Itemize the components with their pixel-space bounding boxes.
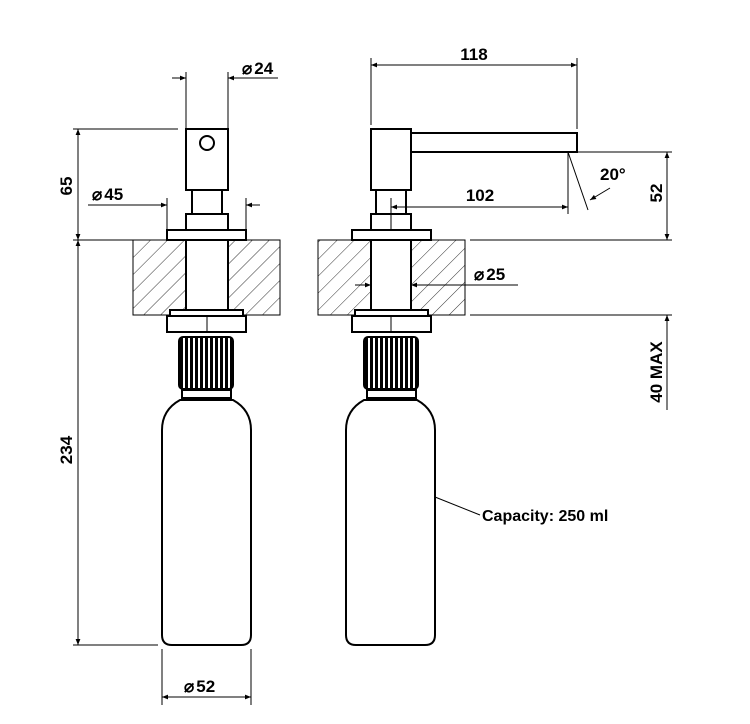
spout bbox=[409, 132, 578, 153]
counter-lines bbox=[73, 239, 672, 316]
dimension-spout-height: 52 bbox=[578, 151, 672, 240]
svg-text:⌀45: ⌀45 bbox=[92, 185, 123, 204]
threaded-cap bbox=[363, 336, 419, 390]
dimension-spout-length: 118 bbox=[370, 45, 578, 129]
side-view bbox=[317, 128, 578, 646]
svg-text:52: 52 bbox=[647, 184, 666, 203]
nozzle-hole bbox=[199, 135, 215, 151]
plunger bbox=[191, 189, 223, 215]
dimension-flange-diameter: ⌀45 bbox=[88, 185, 260, 230]
svg-text:20°: 20° bbox=[600, 165, 626, 184]
svg-text:102: 102 bbox=[466, 186, 494, 205]
dimension-spout-reach: 102 bbox=[390, 152, 569, 230]
svg-text:⌀25: ⌀25 bbox=[474, 265, 505, 284]
svg-text:118: 118 bbox=[460, 45, 487, 64]
capacity-callout: Capacity: 250 ml bbox=[434, 496, 608, 525]
front-view bbox=[132, 128, 281, 646]
dimension-bottle-diameter: ⌀52 bbox=[161, 649, 252, 705]
collar bbox=[185, 213, 229, 231]
dimension-top-height: 65 bbox=[57, 128, 178, 240]
body-tube bbox=[370, 239, 412, 313]
dimension-hole-diameter: ⌀25 bbox=[355, 265, 518, 288]
pump-head bbox=[370, 128, 412, 191]
cap-ring bbox=[181, 389, 232, 399]
cap-ring bbox=[366, 389, 417, 399]
svg-text:Capacity: 250 ml: Capacity: 250 ml bbox=[482, 508, 608, 525]
dimension-total-height: 234 bbox=[57, 240, 158, 646]
body-tube bbox=[185, 239, 229, 313]
threaded-cap bbox=[178, 336, 234, 390]
svg-text:234: 234 bbox=[57, 435, 76, 464]
dimension-spout-angle: 20° bbox=[567, 151, 626, 211]
svg-text:⌀24: ⌀24 bbox=[242, 59, 274, 78]
svg-text:40 MAX: 40 MAX bbox=[647, 341, 666, 403]
flange bbox=[166, 229, 247, 241]
svg-text:65: 65 bbox=[57, 177, 76, 196]
bottle bbox=[345, 399, 436, 646]
svg-text:⌀52: ⌀52 bbox=[184, 677, 215, 696]
dimension-max-counter-thickness: 40 MAX bbox=[647, 315, 670, 410]
bottle bbox=[161, 399, 252, 646]
dimension-head-diameter: ⌀24 bbox=[172, 59, 278, 129]
flange bbox=[351, 229, 432, 241]
